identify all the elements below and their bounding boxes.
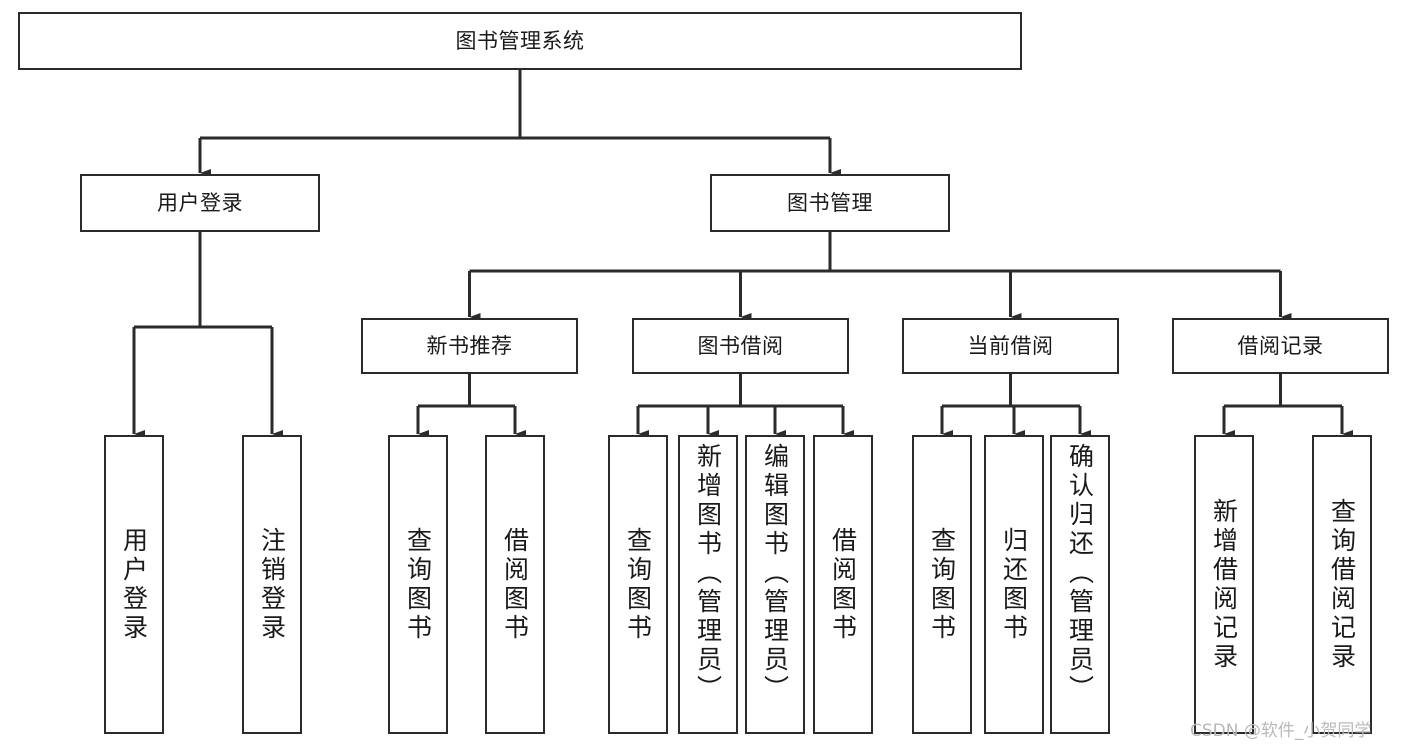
node-label-root: 图书管理系统 [455, 28, 585, 53]
node-leaf-add-book[interactable]: 新增图书（管理员） [678, 435, 738, 734]
node-label-leaf-query-record: 查询借阅记录 [1327, 497, 1357, 672]
node-label-leaf-query-book-2: 查询图书 [623, 526, 653, 643]
node-leaf-query-book-2[interactable]: 查询图书 [608, 435, 668, 734]
node-leaf-user-login[interactable]: 用户登录 [104, 435, 164, 734]
node-leaf-query-book-1[interactable]: 查询图书 [388, 435, 448, 734]
node-leaf-add-record[interactable]: 新增借阅记录 [1194, 435, 1254, 734]
node-leaf-edit-book[interactable]: 编辑图书（管理员） [745, 435, 805, 734]
node-label-leaf-borrow-book-2: 借阅图书 [828, 526, 858, 643]
node-label-current-borrow: 当前借阅 [967, 333, 1054, 358]
node-label-leaf-query-book-3: 查询图书 [927, 526, 957, 643]
node-label-new-book-recommend: 新书推荐 [426, 333, 513, 358]
node-label-leaf-confirm-return: 确认归还（管理员） [1065, 443, 1095, 704]
node-leaf-logout[interactable]: 注销登录 [242, 435, 302, 734]
node-label-leaf-borrow-book-1: 借阅图书 [500, 526, 530, 643]
node-label-leaf-query-book-1: 查询图书 [403, 526, 433, 643]
node-root[interactable]: 图书管理系统 [18, 12, 1022, 70]
node-book-borrow[interactable]: 图书借阅 [632, 318, 849, 374]
node-leaf-query-book-3[interactable]: 查询图书 [912, 435, 972, 734]
node-leaf-return-book[interactable]: 归还图书 [984, 435, 1044, 734]
node-label-book-manage: 图书管理 [787, 190, 873, 215]
node-book-manage[interactable]: 图书管理 [710, 174, 950, 232]
node-new-book-recommend[interactable]: 新书推荐 [361, 318, 578, 374]
node-leaf-borrow-book-2[interactable]: 借阅图书 [813, 435, 873, 734]
node-user-login[interactable]: 用户登录 [80, 174, 320, 232]
node-leaf-borrow-book-1[interactable]: 借阅图书 [485, 435, 545, 734]
node-label-leaf-add-record: 新增借阅记录 [1209, 497, 1239, 672]
csdn-watermark: CSDN @软件_小贺同学 [1190, 721, 1372, 741]
node-label-book-borrow: 图书借阅 [697, 333, 784, 358]
node-current-borrow[interactable]: 当前借阅 [902, 318, 1119, 374]
node-label-leaf-edit-book: 编辑图书（管理员） [760, 443, 790, 704]
node-leaf-query-record[interactable]: 查询借阅记录 [1312, 435, 1372, 734]
node-label-leaf-logout: 注销登录 [257, 526, 287, 643]
node-leaf-confirm-return[interactable]: 确认归还（管理员） [1050, 435, 1110, 734]
node-label-leaf-user-login: 用户登录 [119, 526, 149, 643]
node-label-leaf-add-book: 新增图书（管理员） [693, 443, 723, 704]
node-label-borrow-records: 借阅记录 [1237, 333, 1324, 358]
node-label-user-login: 用户登录 [157, 190, 243, 215]
node-borrow-records[interactable]: 借阅记录 [1172, 318, 1389, 374]
node-label-leaf-return-book: 归还图书 [999, 526, 1029, 643]
